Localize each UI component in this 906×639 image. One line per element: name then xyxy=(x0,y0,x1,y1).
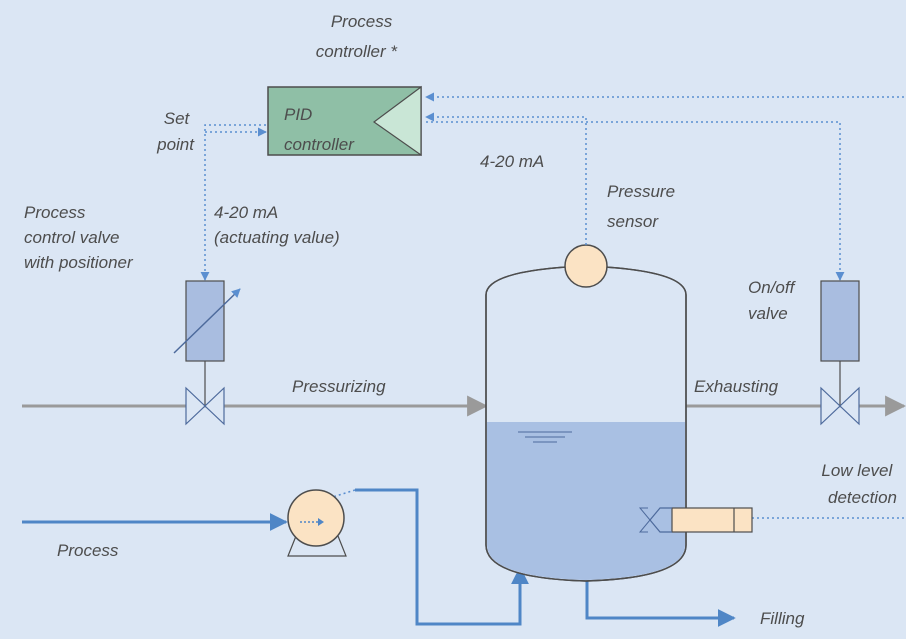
low-level-detection-label: Low level detection xyxy=(821,461,897,507)
exhausting-label: Exhausting xyxy=(694,377,779,396)
control-valve-label: Process control valve with positioner xyxy=(24,203,134,272)
filling-outlet-pipe xyxy=(585,578,736,627)
pump xyxy=(287,489,347,557)
on-off-valve-body xyxy=(820,386,860,426)
filling-label: Filling xyxy=(760,609,805,628)
process-label: Process xyxy=(57,541,119,560)
pressure-sensor xyxy=(564,244,608,288)
pressure-sensor-label: Pressure sensor xyxy=(607,182,680,231)
on-off-valve-label: On/off valve xyxy=(748,278,799,323)
valve-positioner xyxy=(185,280,225,362)
liquid-level-symbol xyxy=(518,431,572,443)
pid-controller-label: PID controller xyxy=(284,105,355,154)
pressurizing-label: Pressurizing xyxy=(292,377,386,396)
set-point-label: Set point xyxy=(156,109,195,154)
vessel-liquid xyxy=(487,422,685,580)
pump-discharge-pipe xyxy=(355,488,529,626)
sensor-signal-label: 4-20 mA xyxy=(480,152,544,171)
process-controller-label: Process controller * xyxy=(316,12,399,61)
actuating-signal-line xyxy=(200,124,266,281)
low-level-sensor xyxy=(638,507,753,533)
on-off-signal-line xyxy=(426,121,845,281)
control-valve xyxy=(173,280,241,426)
actuating-signal-label: 4-20 mA (actuating value) xyxy=(214,203,340,247)
control-valve-body xyxy=(185,386,225,426)
pressure-vessel xyxy=(485,265,687,582)
on-off-actuator xyxy=(820,280,860,362)
pid-controller-box xyxy=(267,85,422,157)
on-off-valve xyxy=(820,280,860,426)
pressure-signal-line xyxy=(425,112,587,245)
